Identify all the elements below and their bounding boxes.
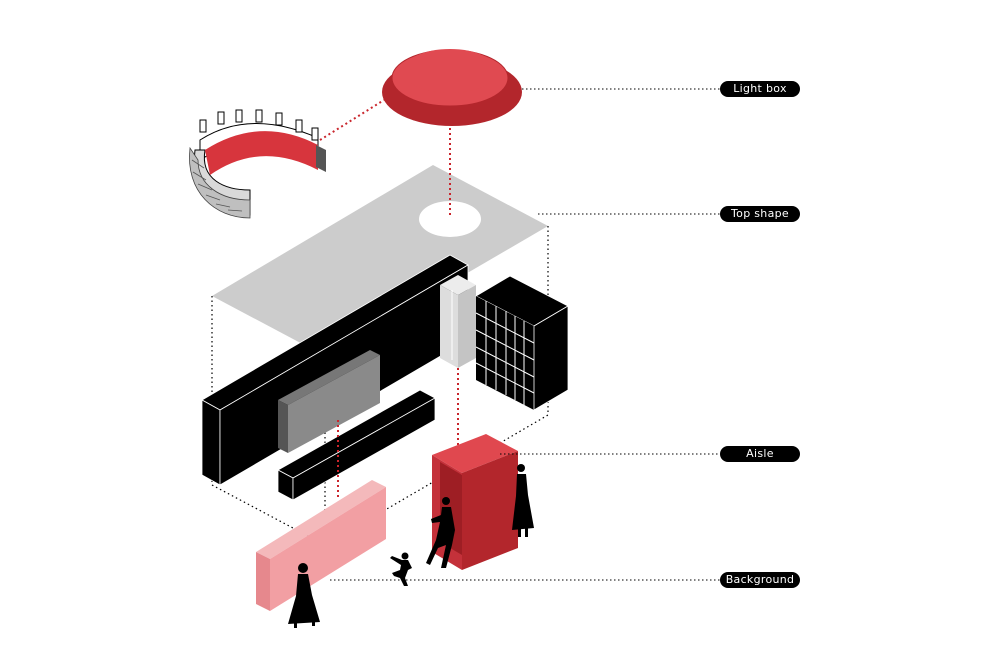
- shelving-unit: [476, 276, 568, 410]
- aisle-label: Aisle: [720, 446, 800, 462]
- top-shape-label: Top shape: [720, 206, 800, 222]
- light-box: [382, 49, 522, 126]
- light-box-label: Light box: [720, 81, 800, 97]
- child-running: [390, 553, 412, 587]
- background-wall: [256, 480, 386, 611]
- arc-wall: [189, 110, 326, 218]
- background-label: Background: [720, 572, 800, 588]
- grey-column: [440, 275, 476, 368]
